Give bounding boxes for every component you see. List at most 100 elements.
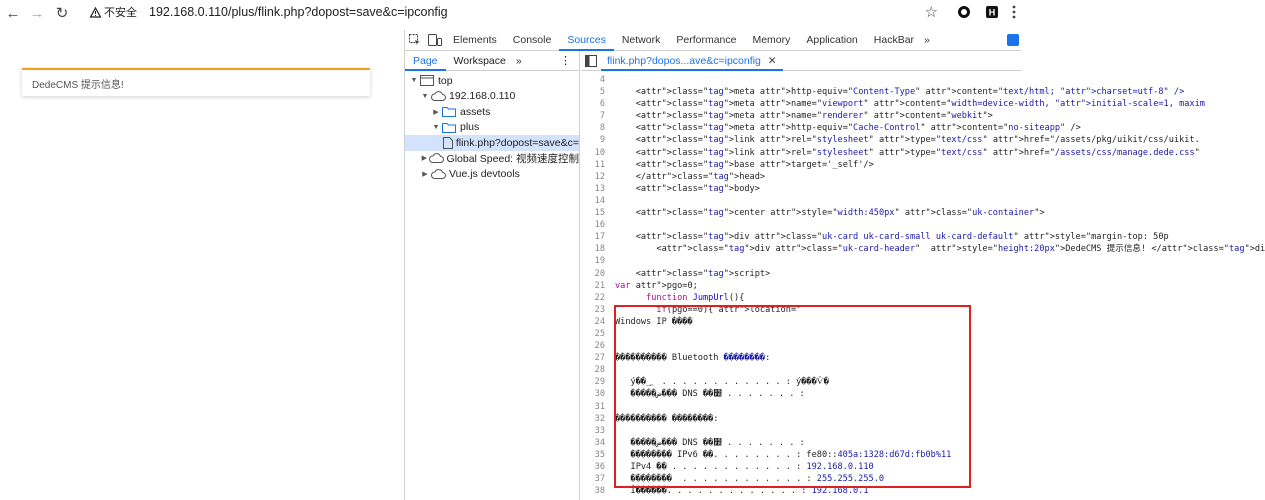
open-file-name: flink.php?dopos...ave&c=ipconfig: [607, 54, 761, 67]
line-number: 22: [594, 292, 605, 303]
address-bar[interactable]: 不安全 192.168.0.110/plus/flink.php?dopost=…: [80, 0, 946, 24]
code-line: 15 <attr">class="tag">center attr">style…: [581, 207, 1045, 219]
devtools-panel: Elements Console Sources Network Perform…: [404, 30, 1265, 500]
tab-network[interactable]: Network: [621, 33, 661, 46]
line-text: <attr">class="tag">meta attr">name="view…: [615, 99, 1205, 110]
tab-workspace[interactable]: Workspace: [453, 54, 506, 67]
line-number: 30: [594, 389, 605, 400]
line-text: <attr">class="tag">base attr">target='_s…: [615, 159, 874, 170]
frame-icon: [419, 75, 435, 87]
line-number: 25: [594, 328, 605, 339]
line-text: Ĭ������. . . . . . . . . . . . . : 192.1…: [615, 486, 869, 497]
tree-item-label: assets: [460, 105, 491, 118]
line-number: 32: [594, 413, 605, 424]
extension-circle-icon[interactable]: [956, 4, 972, 20]
code-line: 14: [581, 195, 1022, 207]
tab-page[interactable]: Page: [405, 51, 446, 71]
line-number: 29: [594, 377, 605, 388]
tree-item-label: flink.php?dopost=save&c=: [455, 136, 579, 149]
tree-item[interactable]: ▼top: [405, 73, 579, 89]
tab-memory[interactable]: Memory: [752, 33, 791, 46]
code-line: 22 function JumpUrl(){: [581, 292, 1022, 304]
line-number: 36: [594, 462, 605, 472]
code-line: 29 ý��_ֱ . . . . . . . . . . . . : ý���Ѷ…: [581, 376, 1022, 388]
code-line: 23 if(pgo==0){ attr">location=': [581, 304, 1022, 316]
back-icon[interactable]: ←: [5, 4, 21, 22]
tab-performance[interactable]: Performance: [676, 33, 737, 46]
more-tabs-icon[interactable]: »: [924, 33, 930, 46]
line-text: <attr">class="tag">script>: [615, 268, 771, 279]
expand-right-icon[interactable]: ▶: [433, 108, 439, 116]
menu-kebab-icon[interactable]: [1006, 4, 1022, 20]
extension-h-icon[interactable]: H: [984, 4, 1000, 20]
page-viewport: DedeCMS 提示信息!: [0, 30, 404, 500]
security-badge[interactable]: 不安全: [80, 4, 145, 20]
line-number: 38: [594, 486, 605, 497]
line-text: �������� IPv6 ��. . . . . . . . : fe80::…: [615, 449, 952, 460]
tree-item-label: plus: [460, 121, 480, 134]
code-line: 26: [581, 340, 1022, 352]
code-line: 6 <attr">class="tag">meta attr">name="vi…: [581, 98, 1205, 110]
line-text: <attr">class="tag">div attr">class="uk-c…: [615, 232, 1169, 243]
expand-right-icon[interactable]: ▶: [422, 170, 428, 178]
expand-down-icon[interactable]: ▼: [421, 92, 429, 100]
bookmark-star-icon[interactable]: ☆: [924, 4, 938, 21]
ai-assistance-icon[interactable]: [1007, 34, 1019, 46]
devtools-tabbar: Elements Console Sources Network Perform…: [405, 30, 1021, 51]
tab-application[interactable]: Application: [806, 33, 858, 46]
tab-hackbar[interactable]: HackBar: [873, 33, 915, 46]
line-number: 15: [594, 208, 605, 219]
svg-text:H: H: [989, 8, 996, 18]
card-header-text: DedeCMS 提示信息!: [32, 80, 124, 91]
editor-tabbar: flink.php?dopos...ave&c=ipconfig ✕: [581, 51, 1022, 71]
code-line: 13 <attr">class="tag">body>: [581, 183, 1022, 195]
code-line: 12 </attr">class="tag">head>: [581, 171, 1022, 183]
code-line: 18 <attr">class="tag">div attr">class="u…: [581, 243, 1265, 255]
file-icon: [442, 136, 453, 149]
open-file-tab[interactable]: flink.php?dopos...ave&c=ipconfig ✕: [601, 51, 783, 71]
tree-item[interactable]: ▶ assets: [405, 104, 579, 120]
device-toolbar-icon[interactable]: [425, 30, 445, 51]
line-text: </attr">class="tag">head>: [615, 171, 766, 182]
tab-console[interactable]: Console: [512, 33, 552, 46]
line-number: 21: [594, 280, 605, 291]
url-text[interactable]: 192.168.0.110/plus/flink.php?dopost=save…: [149, 5, 448, 19]
code-line: 33: [581, 425, 1022, 437]
expand-down-icon[interactable]: ▼: [410, 77, 418, 85]
expand-right-icon[interactable]: ▶: [421, 155, 427, 163]
tab-elements[interactable]: Elements: [453, 33, 497, 46]
tree-item[interactable]: ▶Vue.js devtools: [405, 166, 579, 182]
toggle-navigator-icon[interactable]: [581, 50, 601, 71]
line-number: 20: [594, 268, 605, 279]
line-number: 27: [594, 353, 605, 364]
tree-item[interactable]: ▼192.168.0.110: [405, 89, 579, 105]
line-number: 14: [594, 195, 605, 206]
line-text: IPv4 �� . . . . . . . . . . . . : 192.16…: [615, 462, 874, 472]
folder-icon: [441, 106, 457, 118]
line-text: <attr">class="tag">meta attr">http-equiv…: [615, 87, 1185, 98]
tree-item[interactable]: flink.php?dopost=save&c=: [405, 135, 579, 151]
code-line: 5 <attr">class="tag">meta attr">http-equ…: [581, 86, 1184, 98]
inspect-element-icon[interactable]: [405, 30, 425, 51]
navigator-menu-icon[interactable]: ⋮: [560, 55, 571, 67]
line-number: 11: [594, 159, 605, 170]
expand-down-icon[interactable]: ▼: [432, 123, 440, 131]
close-tab-icon[interactable]: ✕: [767, 54, 777, 67]
navigator-more-icon[interactable]: »: [515, 54, 522, 67]
line-number: 18: [594, 244, 605, 255]
line-text: <attr">class="tag">meta attr">http-equiv…: [615, 123, 1081, 134]
line-text: �������� . . . . . . . . . . . . : 255.2…: [615, 474, 885, 485]
line-text: �����ض��� DNS ��׺ . . . . . . . :: [615, 437, 805, 448]
tree-item[interactable]: ▶Global Speed: 视频速度控制: [405, 151, 579, 167]
tab-sources[interactable]: Sources: [559, 30, 614, 51]
line-number: 31: [594, 401, 605, 412]
reload-icon[interactable]: ↻: [55, 5, 69, 22]
line-text: <attr">class="tag">body>: [615, 183, 760, 194]
tree-item[interactable]: ▼ plus: [405, 120, 579, 136]
line-number: 23: [594, 304, 605, 315]
line-number: 10: [594, 147, 605, 158]
code-line: 32���������� ��������:: [581, 413, 1022, 425]
forward-icon[interactable]: →: [29, 4, 45, 22]
line-number: 5: [599, 87, 605, 98]
